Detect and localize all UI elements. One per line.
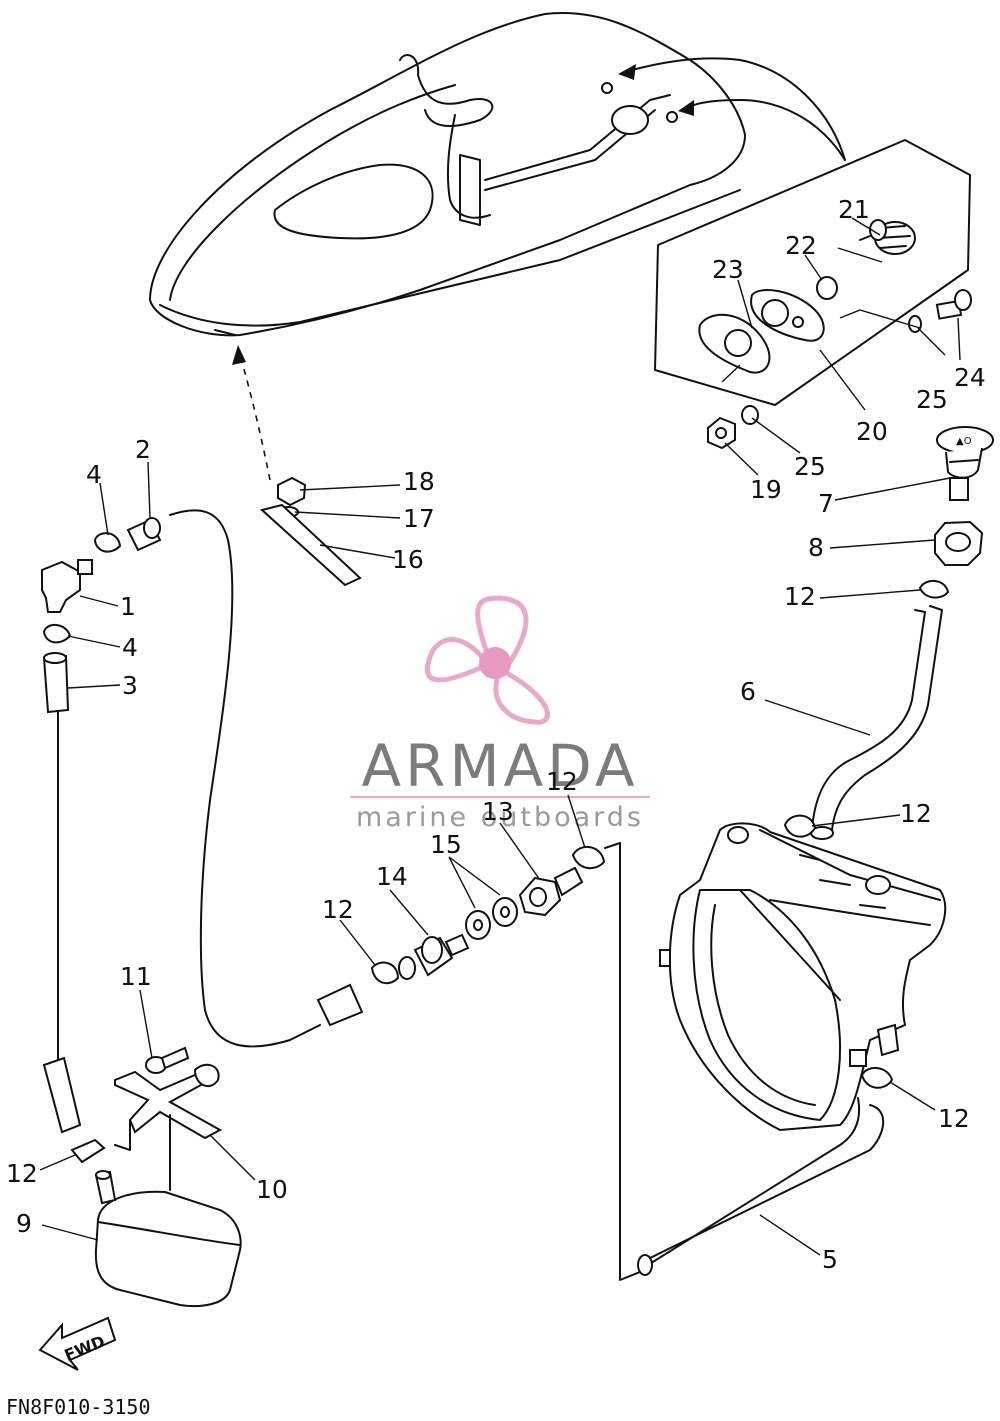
- part-19-nut: [707, 416, 736, 450]
- callout-5: 5: [822, 1245, 838, 1274]
- part-24-screw: [935, 289, 972, 320]
- diagram-code: FN8F010-3150: [6, 1395, 151, 1419]
- part-4-clamp-b: [42, 624, 72, 644]
- callout-7: 7: [818, 489, 834, 518]
- part-7-cap: ▲O: [936, 426, 994, 501]
- long-hose: [169, 509, 321, 1048]
- callout-labels: 21 22 23 24 25 20 25 19 7 8 12 6 12 12 5…: [6, 195, 986, 1274]
- callout-22: 22: [785, 231, 817, 260]
- part-9-tank: [94, 1170, 242, 1308]
- callout-12d: 12: [546, 767, 578, 796]
- part-16-bracket: [259, 503, 362, 587]
- part-2-hose: [126, 517, 162, 552]
- clamp-12-a: [918, 580, 950, 599]
- part-4-clamp-a: [93, 532, 122, 553]
- callout-14: 14: [376, 862, 408, 891]
- callout-19: 19: [750, 475, 782, 504]
- leader-lines: [39, 217, 961, 1256]
- callout-1: 1: [120, 592, 136, 621]
- clamp-12-d: [571, 846, 606, 870]
- part-3-tube: [42, 652, 70, 714]
- armada-logo: ARMADA marine outboards: [350, 595, 650, 833]
- clamp-12-b: [783, 814, 817, 838]
- hull-outline: [149, 12, 746, 337]
- callout-2: 2: [135, 435, 151, 464]
- drain-line: [604, 842, 641, 1281]
- clamps-12: [70, 580, 950, 1164]
- callout-25b: 25: [794, 452, 826, 481]
- callout-9: 9: [16, 1209, 32, 1238]
- propeller-icon: [425, 595, 550, 725]
- callout-4b: 4: [122, 633, 138, 662]
- callout-17: 17: [403, 504, 435, 533]
- hull-callout-arrows: [618, 57, 846, 161]
- left-lower-hose: [42, 1056, 82, 1134]
- hose-stub: [316, 983, 364, 1027]
- brand-name: ARMADA: [361, 732, 638, 800]
- clamp-12-e: [370, 961, 400, 985]
- detail-box: [654, 139, 972, 406]
- clamp-12-c: [860, 1067, 894, 1089]
- part-13-fitting: [518, 866, 584, 917]
- callout-15: 15: [430, 830, 462, 859]
- brand-tagline: marine outboards: [356, 802, 644, 833]
- callout-6: 6: [740, 677, 756, 706]
- svg-text:▲O: ▲O: [956, 436, 972, 447]
- part-8-nut: [934, 520, 984, 566]
- callout-24: 24: [954, 363, 986, 392]
- callout-25a: 25: [916, 385, 948, 414]
- part-23-gasket: [698, 313, 771, 374]
- fwd-arrow: FWD: [38, 1316, 117, 1371]
- part-11-screw: [145, 1046, 190, 1074]
- callout-20: 20: [856, 417, 888, 446]
- bracket-arrow: [232, 345, 271, 481]
- callout-18: 18: [403, 467, 435, 496]
- pump-housing: [659, 822, 947, 1131]
- part-22-oring: [816, 276, 838, 300]
- callout-23: 23: [712, 255, 744, 284]
- part-14-fitting: [398, 933, 470, 980]
- callout-12f: 12: [6, 1159, 38, 1188]
- callout-21: 21: [838, 195, 870, 224]
- callout-10: 10: [256, 1175, 288, 1204]
- callout-13: 13: [482, 797, 514, 826]
- callout-3: 3: [122, 671, 138, 700]
- part-21-plug: [859, 219, 916, 255]
- clamp-12-f: [70, 1138, 106, 1164]
- part-1-elbow: [41, 559, 93, 613]
- callout-11: 11: [120, 962, 152, 991]
- callout-8: 8: [808, 533, 824, 562]
- callout-12b: 12: [900, 799, 932, 828]
- callout-12c: 12: [938, 1104, 970, 1133]
- part-18-nut: [277, 476, 307, 507]
- callout-12e: 12: [322, 895, 354, 924]
- callout-16: 16: [392, 545, 424, 574]
- part-5-hose: [637, 1097, 885, 1276]
- callout-4a: 4: [86, 460, 102, 489]
- part-20-fitting: [750, 289, 825, 342]
- callout-12a: 12: [784, 582, 816, 611]
- part-10-bracket: [114, 1063, 223, 1191]
